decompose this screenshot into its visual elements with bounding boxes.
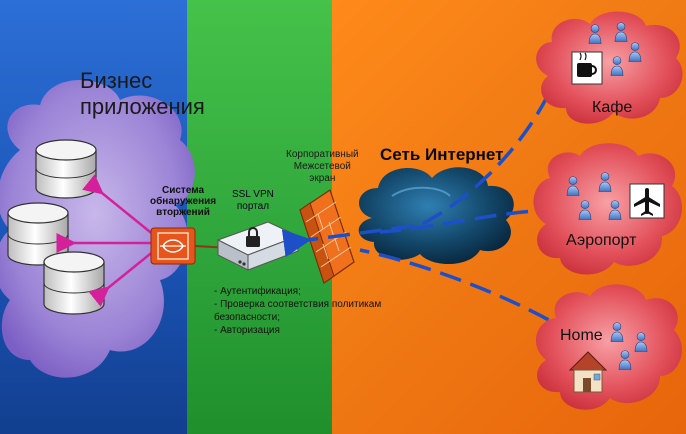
cafe-cloud xyxy=(536,11,683,124)
feature-item: - Авторизация xyxy=(214,325,280,336)
feature-item: - Проверка соответствия политикам xyxy=(214,299,382,310)
home-label: Home xyxy=(560,327,603,344)
lock-icon xyxy=(246,227,260,247)
intrusion-detection-label: Система обнаружения вторжений xyxy=(150,185,217,218)
business-apps-label: Бизнес приложения xyxy=(80,68,205,119)
airplane-icon xyxy=(634,188,660,216)
database-icon xyxy=(35,139,97,199)
feature-item: - Аутентификация; xyxy=(214,286,301,297)
airport-label: Аэропорт xyxy=(566,232,637,249)
vpn-features-list: - Аутентификация; - Проверка соответстви… xyxy=(214,285,381,337)
feature-item: безопасности; xyxy=(214,312,280,323)
coffee-cup-icon xyxy=(577,52,597,77)
database-icon xyxy=(43,251,105,315)
vpn-appliance-icon xyxy=(216,221,300,271)
internet-label: Сеть Интернет xyxy=(380,145,504,164)
firewall-icon xyxy=(299,189,355,284)
cafe-label: Кафе xyxy=(592,99,633,116)
intrusion-detection-icon xyxy=(150,227,196,265)
home-cloud xyxy=(535,284,682,410)
ssl-vpn-label: SSL VPN портал xyxy=(232,189,274,212)
house-icon xyxy=(568,351,608,393)
airport-cloud xyxy=(533,143,683,275)
firewall-label: Корпоративный Межсетевой экран xyxy=(286,149,359,184)
database-icon xyxy=(7,202,69,266)
